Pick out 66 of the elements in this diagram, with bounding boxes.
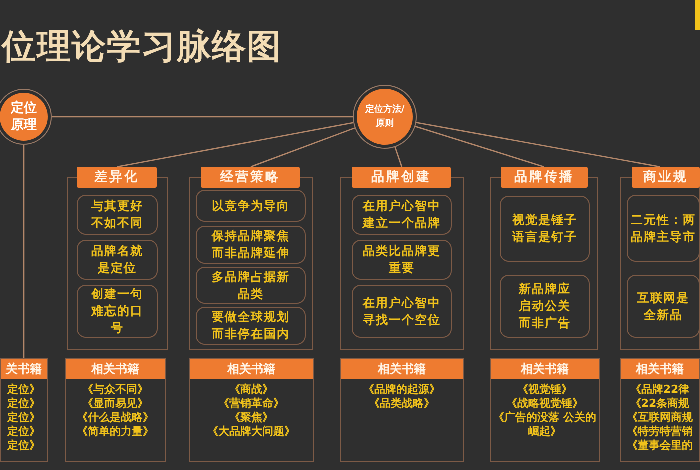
principle-box: 在用户心智中建立一个品牌 bbox=[352, 195, 452, 235]
principle-box: 要做全球规划而非停在国内 bbox=[196, 307, 306, 345]
page-title: 位理论学习脉络图 bbox=[2, 26, 282, 69]
book-title: 定位》 bbox=[6, 411, 42, 425]
principle-box: 以竞争为导向 bbox=[196, 190, 306, 222]
panel-header: 相关书籍 bbox=[621, 359, 699, 379]
book-title: 《董事会里的 bbox=[626, 439, 694, 453]
book-title: 《广告的没落 公关的崛起》 bbox=[492, 411, 598, 439]
principle-box: 二元性：两品牌主导市 bbox=[627, 195, 700, 262]
book-panel bbox=[490, 358, 600, 462]
category-header: 商业规 bbox=[632, 167, 700, 188]
book-title: 《什么是战略》 bbox=[76, 411, 155, 425]
category-header: 品牌传播 bbox=[501, 167, 588, 188]
book-title: 《显而易见》 bbox=[82, 397, 150, 411]
book-panel bbox=[0, 358, 48, 462]
book-panel bbox=[189, 358, 314, 462]
topic-circle bbox=[0, 93, 48, 141]
panel-header: 相关书籍 bbox=[66, 359, 165, 379]
principle-box: 多品牌占据新品类 bbox=[196, 267, 306, 304]
book-title: 《互联网商规 bbox=[626, 411, 694, 425]
book-title: 定位》 bbox=[6, 383, 42, 397]
panel-header: 相关书籍 bbox=[341, 359, 463, 379]
connector-line bbox=[394, 147, 403, 168]
principle-box: 新品牌应启动公关而非广告 bbox=[500, 275, 590, 338]
principle-box: 与其更好不如不同 bbox=[77, 195, 158, 235]
book-title: 定位》 bbox=[6, 425, 42, 439]
panel-header: 相关书籍 bbox=[491, 359, 599, 379]
principle-box: 品牌名就是定位 bbox=[77, 240, 158, 280]
book-title: 定位》 bbox=[6, 397, 42, 411]
principle-box: 互联网是全新品 bbox=[627, 275, 700, 338]
panel-header: 相关书籍 bbox=[190, 359, 313, 379]
book-title: 《简单的力量》 bbox=[76, 425, 155, 439]
connector-line bbox=[52, 116, 353, 118]
topic-label: 定位方法/原则 bbox=[365, 103, 405, 131]
book-title: 《22条商规 bbox=[629, 397, 691, 411]
book-title: 《大品牌大问题》 bbox=[206, 425, 296, 439]
connector-line bbox=[415, 126, 544, 168]
book-panel bbox=[620, 358, 700, 462]
connector-line bbox=[250, 128, 356, 168]
principle-box: 在用户心智中寻找一个空位 bbox=[352, 285, 452, 338]
book-title: 《商战》 bbox=[228, 383, 274, 397]
topic-label: 定位原理 bbox=[10, 100, 38, 134]
book-title: 《聚焦》 bbox=[228, 411, 274, 425]
book-title: 《视觉锤》 bbox=[516, 383, 574, 397]
book-title: 《品类战略》 bbox=[368, 397, 436, 411]
category-header: 经营策略 bbox=[201, 167, 300, 188]
topic-circle bbox=[357, 89, 413, 145]
category-header: 差异化 bbox=[77, 167, 157, 188]
book-title: 《品牌的起源》 bbox=[362, 383, 442, 397]
principle-box: 视觉是锤子语言是钉子 bbox=[500, 196, 590, 262]
connector-line bbox=[416, 122, 660, 168]
panel-header: 关书籍 bbox=[1, 359, 47, 379]
book-title: 《与众不同》 bbox=[82, 383, 150, 397]
book-title: 定位》 bbox=[6, 439, 42, 453]
connector-line bbox=[117, 122, 354, 168]
book-title: 《品牌22律 bbox=[629, 383, 691, 397]
book-panel bbox=[340, 358, 464, 462]
book-title: 《战略视觉锤》 bbox=[506, 397, 584, 411]
connector-line bbox=[23, 145, 25, 358]
book-title: 《营销革命》 bbox=[218, 397, 286, 411]
category-header: 品牌创建 bbox=[352, 167, 451, 188]
book-panel bbox=[65, 358, 166, 462]
principle-box: 品类比品牌更重要 bbox=[352, 240, 452, 280]
book-title: 《特劳特营销 bbox=[626, 425, 694, 439]
principle-box: 创建一句难忘的口号 bbox=[77, 285, 158, 338]
principle-box: 保持品牌聚焦而非品牌延伸 bbox=[196, 226, 306, 264]
